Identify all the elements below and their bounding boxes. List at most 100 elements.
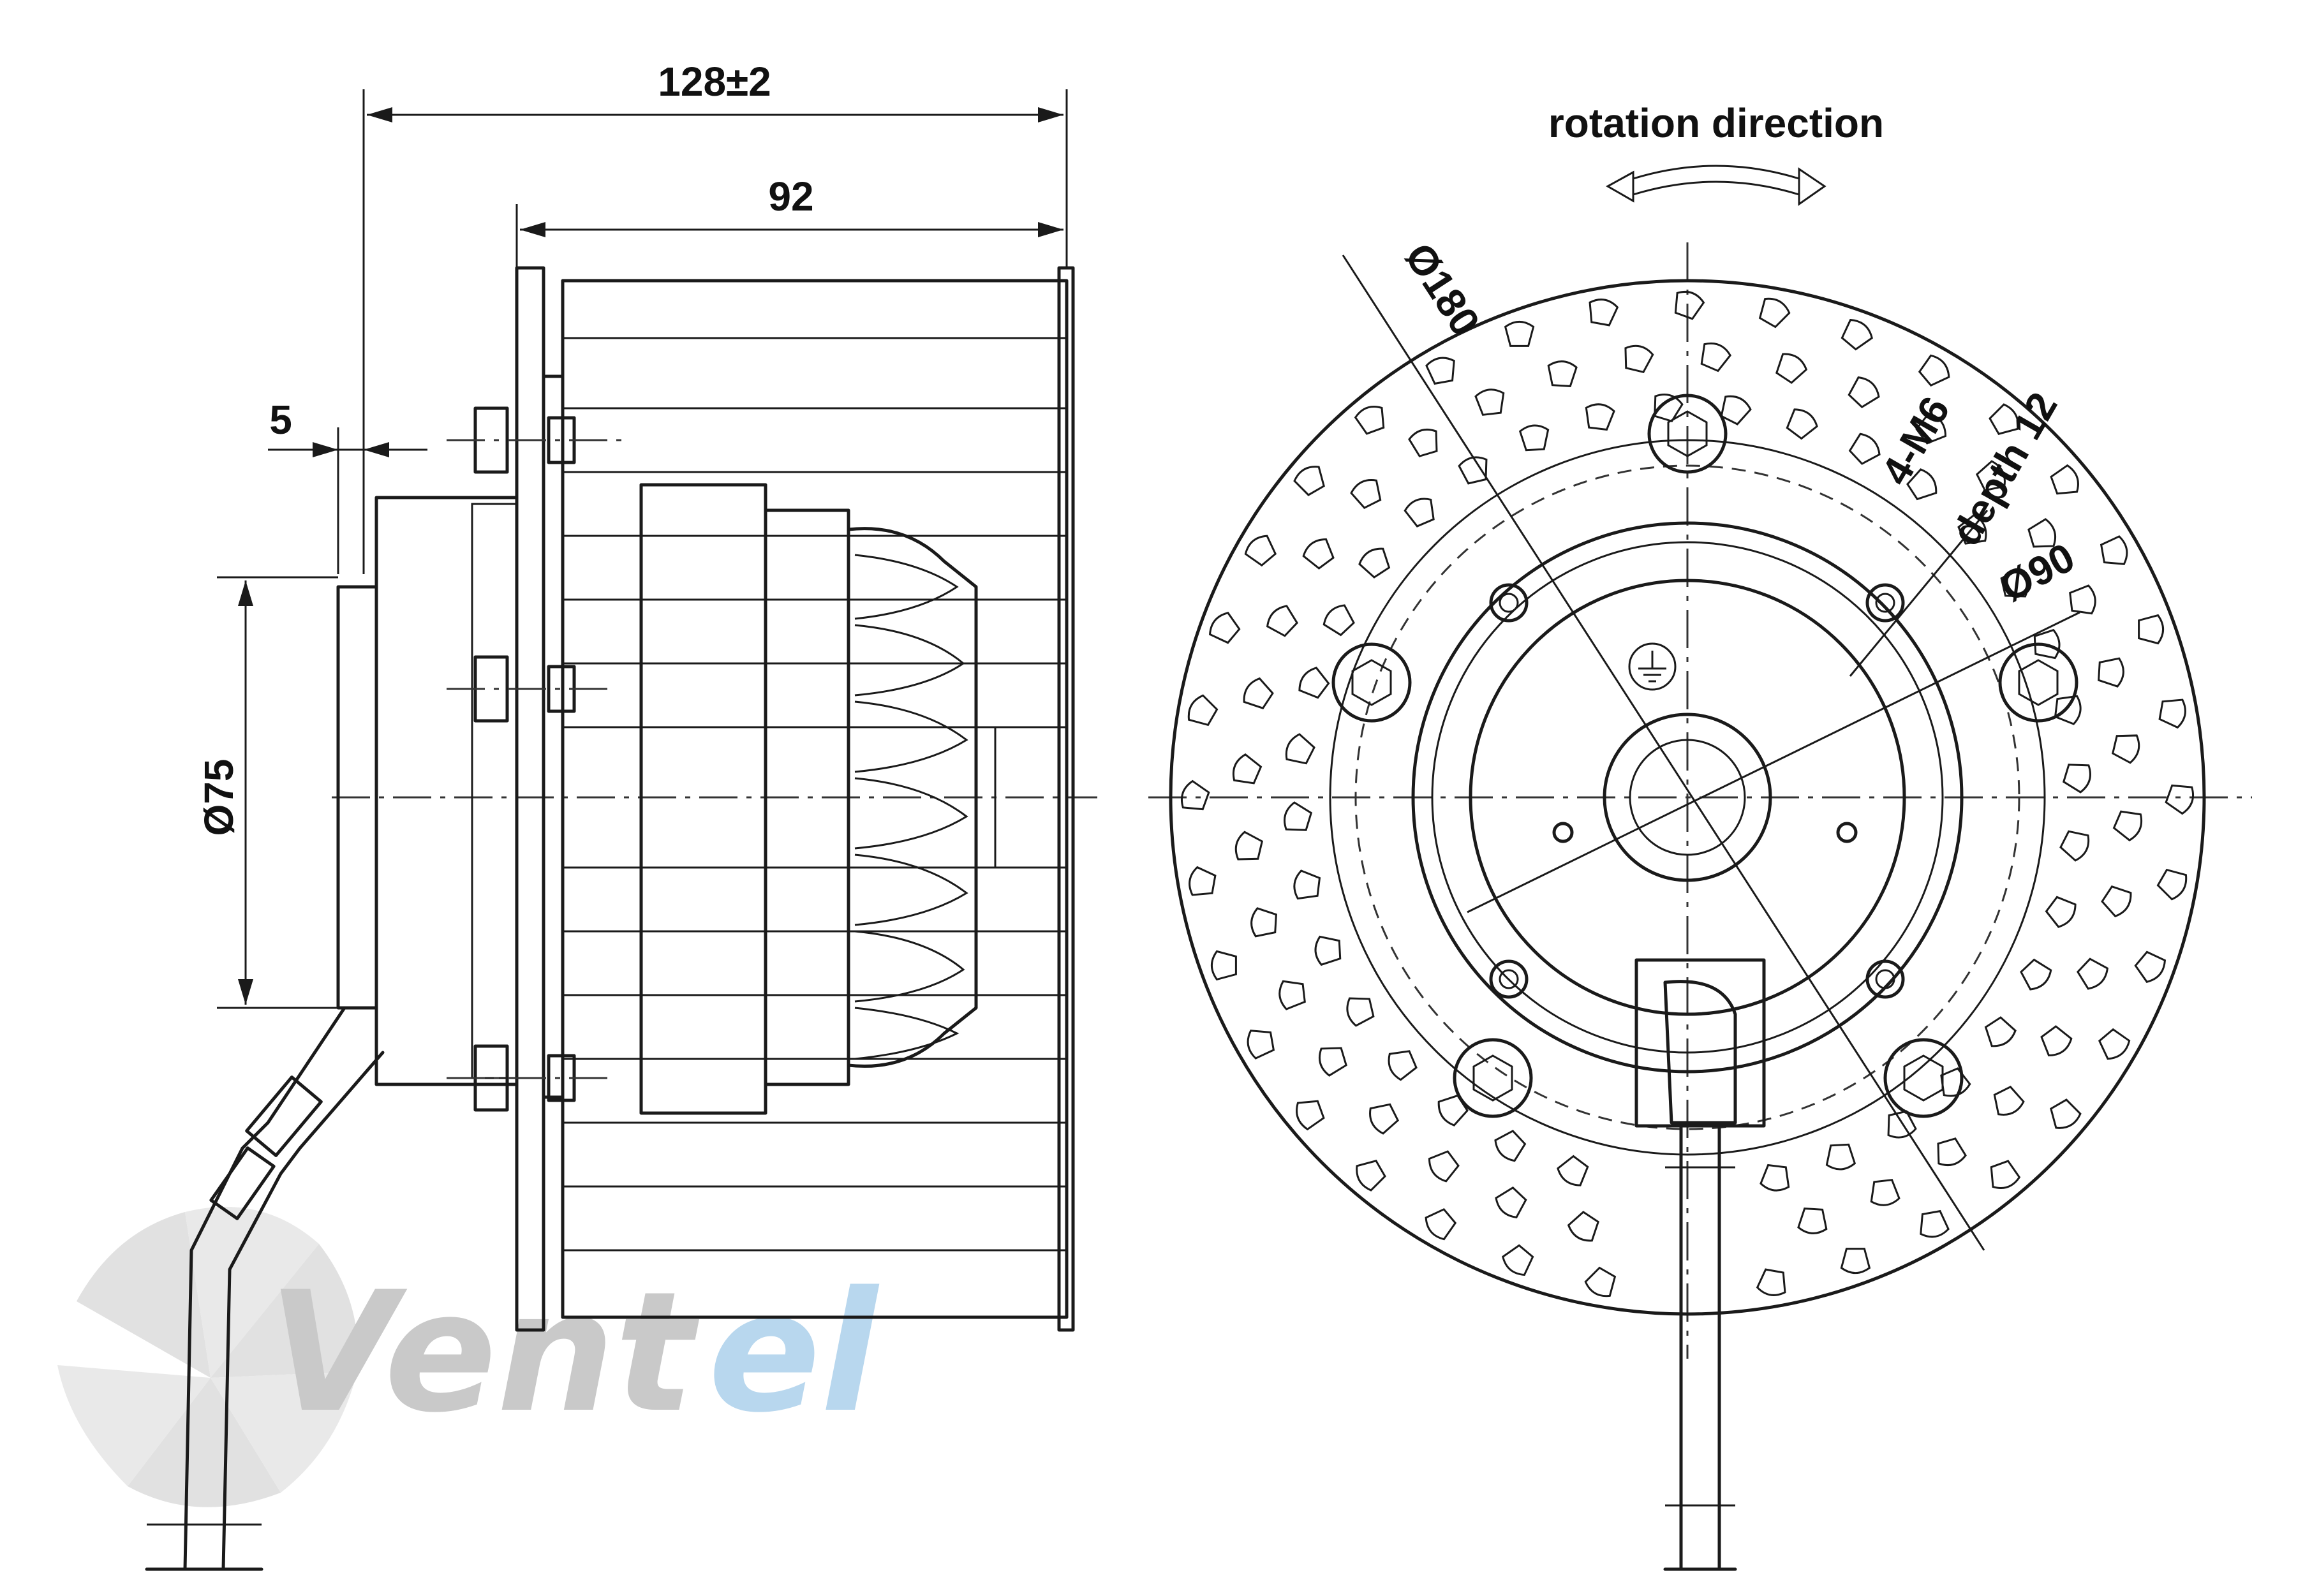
blade-cutout [1700, 342, 1731, 373]
rotation-arrow-icon [1605, 165, 1826, 206]
watermark-fan-logo [57, 1206, 359, 1507]
blade-cutout [1244, 535, 1277, 567]
ground-icon [1628, 642, 1677, 691]
blade-cutout [2045, 896, 2077, 928]
blade-cutout [1474, 388, 1505, 416]
blade-cutout [1584, 1266, 1617, 1297]
blade-cutout [1495, 1186, 1527, 1219]
blade-cutout [1825, 1143, 1856, 1171]
blade-cutout [1187, 694, 1219, 727]
blade-cutout [2134, 950, 2167, 983]
blade-cutout [1356, 1160, 1386, 1192]
blade-cutout [1278, 980, 1306, 1010]
blade-cutout [1760, 1164, 1790, 1192]
cable-outlet [1634, 958, 1766, 1571]
blade-cutout [2059, 830, 2090, 862]
overall-length-label: 128±2 [658, 59, 771, 105]
blade-cutout [1210, 950, 1237, 981]
blade-cutout [2112, 810, 2143, 841]
blade-cutout [1557, 1155, 1589, 1186]
finned-rotor [847, 527, 997, 1068]
blade-cutout [1369, 1103, 1400, 1135]
hex-bosses [1331, 394, 2078, 1118]
blade-cutout [2040, 1025, 2073, 1057]
blade-cutout [1285, 733, 1315, 765]
motor-end-cap [374, 496, 519, 1086]
blade-cutout [1404, 498, 1435, 528]
thread-depth-label: depth 12 [1943, 385, 2066, 553]
blade-cutout [1567, 1211, 1599, 1242]
blade-cutout [1775, 353, 1808, 384]
blade-cutout [1585, 403, 1615, 431]
blade-cutout [2020, 958, 2052, 991]
blade-cutout [1208, 612, 1241, 644]
blade-cutout [1502, 1244, 1534, 1276]
blade-cutout [1425, 1208, 1457, 1241]
blade-cutout [1504, 320, 1535, 347]
blade-cutout [1293, 869, 1321, 900]
blade-cutout [1915, 412, 1947, 445]
blade-cutout [1296, 1100, 1325, 1131]
blade-cutout [1322, 604, 1355, 637]
blade-cutout [1920, 1209, 1950, 1238]
side-view: 128±2 92 5 Ø75 [145, 59, 1097, 1571]
impeller-diameter-label: Ø180 [1396, 235, 1489, 344]
blade-cutout [1975, 460, 2006, 492]
blade-cutout [1993, 1085, 2025, 1116]
side-dimensions [217, 89, 1068, 1009]
flange-offset-label: 5 [269, 397, 292, 443]
blade-cutout [1293, 466, 1325, 496]
blade-cutout [1408, 428, 1438, 457]
blade-cutout [1758, 297, 1791, 329]
watermark-text-blue: el [708, 1257, 880, 1449]
side-bolts [447, 406, 625, 1112]
bolt-circle-diameter-label: Ø90 [1992, 534, 2082, 610]
blade-cutout [2100, 535, 2128, 565]
blade-cutout [1918, 354, 1950, 387]
blade-cutout [2098, 1028, 2131, 1060]
blade-cutout [2138, 614, 2165, 645]
blade-cutout [2027, 518, 2057, 548]
blade-cutout [1284, 801, 1313, 831]
front-view: rotation direction Ø180 4-M6 depth 12 Ø9… [1148, 100, 2252, 1571]
blade-cutout [1428, 1150, 1460, 1183]
blade-cutout [1232, 753, 1263, 785]
blade-cutout [2050, 1098, 2082, 1129]
blade-cutout [2069, 584, 2096, 615]
blade-cutouts [1180, 290, 2195, 1297]
blade-cutout [1437, 1094, 1469, 1127]
blade-cutout [1314, 935, 1342, 966]
blade-cutout [1298, 667, 1330, 699]
blade-cutout [1247, 1030, 1275, 1060]
blade-cutout [1840, 1248, 1871, 1275]
blade-cutout [1358, 547, 1391, 579]
blade-cutout [1234, 831, 1264, 861]
blade-cutout [1887, 1110, 1917, 1139]
blade-cutout [2062, 764, 2091, 794]
blade-cutout [1797, 1208, 1828, 1234]
hub [1603, 713, 1772, 882]
blade-cutout [1494, 1130, 1527, 1162]
blade-cutout [1990, 1160, 2021, 1189]
blade-cutout [1841, 318, 1873, 351]
blade-cutout [1720, 395, 1752, 425]
blade-cutout [1989, 403, 2019, 435]
rotation-direction-label: rotation direction [1548, 100, 1884, 146]
watermark: Vent el [57, 1206, 880, 1507]
cable-side [145, 1006, 385, 1571]
blade-cutout [1674, 290, 1705, 320]
blade-cutout [1302, 538, 1335, 570]
motor-diameter-label: Ø75 [196, 759, 242, 836]
blade-cutout [1266, 605, 1299, 637]
blade-cutout [2000, 568, 2029, 598]
watermark-text-gray: Vent [268, 1257, 700, 1449]
blade-cutout [1848, 376, 1880, 409]
blade-cutout [1984, 1016, 2017, 1047]
blade-cutout [1848, 432, 1881, 465]
blade-cutout [1937, 1137, 1967, 1167]
blade-cutout [1589, 299, 1619, 327]
blade-cutout [2101, 885, 2132, 918]
blade-cutout [1243, 677, 1274, 709]
blade-cutout [1870, 1179, 1900, 1206]
